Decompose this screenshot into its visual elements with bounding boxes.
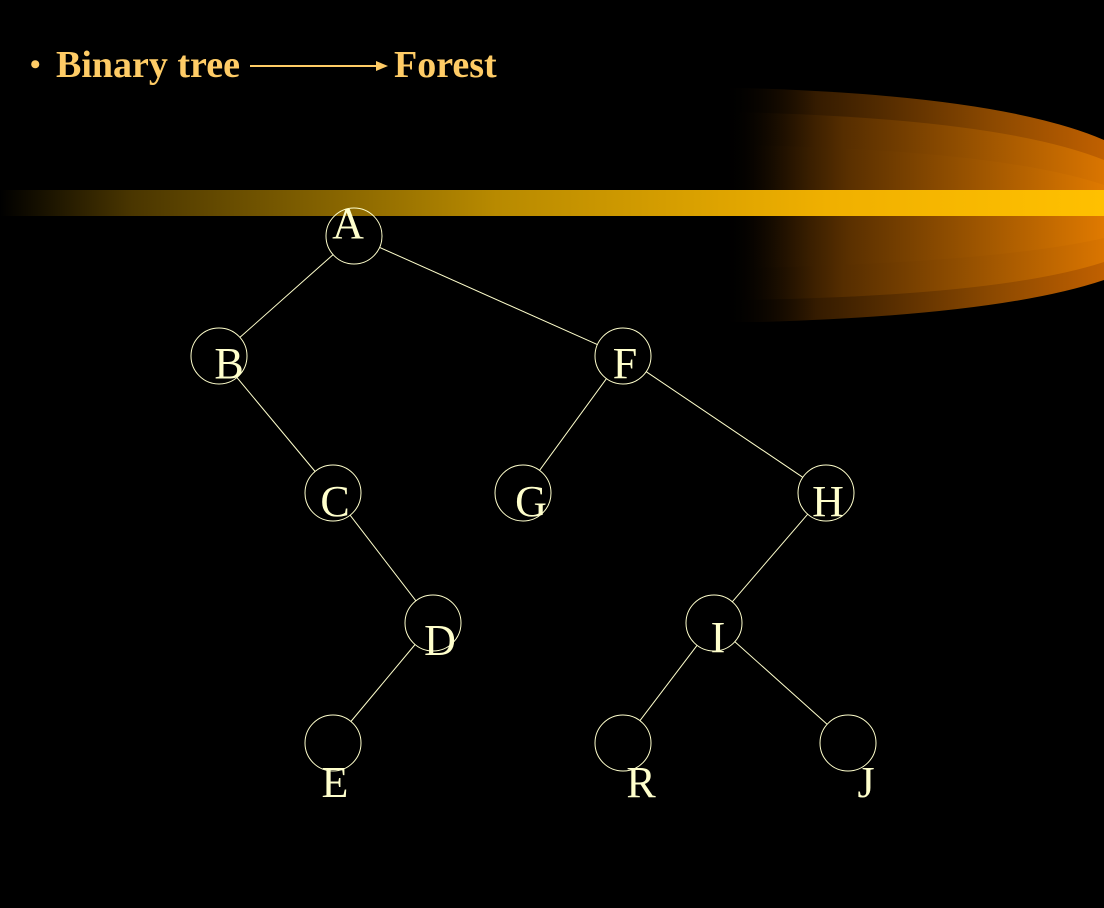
tree-node-circle: [494, 464, 552, 522]
tree-node-circle: [325, 207, 383, 265]
tree-node-label: H: [812, 477, 844, 526]
tree-node-I: I: [685, 594, 743, 662]
tree-node-circle: [594, 714, 652, 772]
tree-node-label: J: [857, 758, 874, 807]
heading-right-text: Forest: [393, 44, 497, 86]
tree-node-label: C: [320, 477, 349, 526]
tree-node-E: E: [304, 714, 362, 807]
tree-node-H: H: [797, 464, 855, 526]
tree-edge-F-G: [539, 378, 607, 471]
tree-node-label: B: [214, 339, 243, 388]
tree-node-label: D: [424, 616, 456, 665]
tree-node-label: I: [711, 613, 726, 662]
tree-node-circle: [304, 464, 362, 522]
tree-node-circle: [797, 464, 855, 522]
tree-node-label: R: [626, 758, 656, 807]
tree-edge-D-E: [350, 644, 416, 722]
tree-edge-F-H: [645, 371, 804, 478]
tree-edge-B-C: [236, 377, 316, 472]
tree-node-label: A: [332, 199, 364, 248]
tree-node-circle: [404, 594, 462, 652]
tree-nodes: A B F C G H D I E R J: [190, 199, 877, 807]
slide-heading: • Binary tree Forest: [30, 40, 497, 90]
tree-edges: [236, 246, 828, 725]
tree-node-label: E: [322, 758, 349, 807]
tree-edge-C-D: [349, 514, 417, 602]
tree-edge-A-B: [239, 254, 334, 338]
tree-edge-A-F: [379, 246, 598, 346]
tree-node-circle: [594, 327, 652, 385]
tree-node-label: G: [515, 477, 547, 526]
tree-node-R: R: [594, 714, 656, 807]
right-arrow-icon: [240, 40, 390, 90]
tree-node-circle: [304, 714, 362, 772]
tree-node-B: B: [190, 327, 248, 388]
tree-node-circle: [190, 327, 248, 385]
tree-node-C: C: [304, 464, 362, 526]
tree-node-A: A: [325, 199, 383, 265]
tree-edge-H-I: [731, 513, 809, 603]
tree-edge-I-J: [734, 641, 828, 725]
tree-node-G: G: [494, 464, 552, 526]
tree-node-label: F: [613, 339, 637, 388]
tree-node-D: D: [404, 594, 462, 665]
gold-bar: [0, 190, 1104, 216]
tree-node-J: J: [819, 714, 877, 807]
heading-left-text: Binary tree: [56, 44, 240, 86]
tree-node-circle: [685, 594, 743, 652]
tree-node-F: F: [594, 327, 652, 388]
tree-node-circle: [819, 714, 877, 772]
tree-edge-I-R: [639, 644, 698, 722]
bullet: •: [30, 48, 41, 81]
